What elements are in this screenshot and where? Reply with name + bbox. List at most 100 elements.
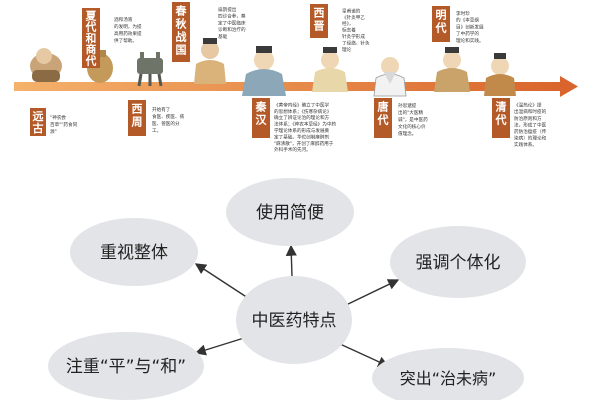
era-label-box bbox=[432, 6, 450, 42]
era-note-line: 药防治瘟疫（传 bbox=[514, 128, 547, 135]
era-label-char: 远 bbox=[33, 110, 44, 123]
feature-node-1-label: 使用简便 bbox=[256, 202, 324, 223]
figure-shennong-illustration bbox=[30, 48, 62, 82]
era-label-char: 夏 bbox=[86, 9, 97, 22]
era-label-5: 西晋 bbox=[310, 4, 328, 38]
feature-node-3-label: 注重“平”与“和” bbox=[66, 357, 186, 377]
era-note-line: 高用药效果提 bbox=[114, 30, 142, 37]
era-label-char: 代 bbox=[495, 112, 507, 126]
era-note-line: 外科手术的先河。 bbox=[274, 146, 311, 153]
timeline-arrowhead bbox=[560, 76, 578, 97]
era-note-line: 实践体系。 bbox=[514, 141, 537, 148]
era-note-line: 文化的核心价 bbox=[398, 123, 426, 130]
feature-node-4: 突出“治未病” bbox=[372, 348, 524, 400]
era-label-char: 秦 bbox=[255, 99, 268, 113]
era-note-line: 染病）的理论和 bbox=[514, 135, 547, 142]
era-label-box bbox=[492, 98, 510, 138]
era-note-line: 定了中医临床 bbox=[218, 19, 246, 26]
era-note-line: 源" bbox=[50, 128, 57, 135]
era-note-line: "神农尝 bbox=[50, 114, 66, 121]
feature-node-2-shape bbox=[390, 226, 526, 298]
feature-node-0-label: 重视整体 bbox=[100, 243, 168, 263]
era-note-line: 四诊合参，奠 bbox=[218, 13, 246, 20]
era-label-char: 周 bbox=[132, 115, 143, 128]
era-note-line: 开始有了 bbox=[152, 106, 171, 113]
era-note-line: 《针灸甲乙 bbox=[342, 14, 365, 21]
era-note-line: 诊断和治疗的 bbox=[218, 26, 246, 33]
era-note-line: 医、兽医的分 bbox=[152, 120, 180, 127]
era-label-box bbox=[172, 2, 190, 62]
era-label-box bbox=[30, 108, 46, 136]
feature-node-4-label: 突出“治未病” bbox=[400, 369, 497, 388]
era-note-line: 百草""药食同 bbox=[50, 121, 78, 128]
figure-qinhan-scholar-illustration bbox=[242, 46, 286, 96]
feature-node-3: 注重“平”与“和” bbox=[48, 332, 204, 400]
era-note-line: 法，形成了中医 bbox=[514, 121, 547, 128]
era-label-char: 古 bbox=[33, 121, 44, 135]
feature-node-0-shape bbox=[70, 218, 198, 286]
era-note-line: 诚"，是中医药 bbox=[398, 116, 428, 123]
era-note-line: 针灸学形成 bbox=[342, 33, 365, 40]
era-note-line: 食医、疾医、疡 bbox=[152, 113, 185, 120]
era-label-char: 代 bbox=[377, 112, 389, 126]
feature-node-2: 强调个体化 bbox=[390, 226, 526, 298]
era-label-box bbox=[252, 98, 270, 138]
era-note-line: 的发明，为提 bbox=[114, 23, 142, 30]
era-note-line: 标志着 bbox=[342, 27, 356, 34]
connector-arrow-4 bbox=[339, 343, 390, 368]
figure-lishizhen-illustration bbox=[434, 47, 470, 92]
era-label-box bbox=[310, 4, 328, 38]
era-label-4: 秦汉 bbox=[252, 98, 270, 138]
era-label-box bbox=[82, 8, 100, 68]
era-note-8: 《温热论》提出温病和时疫的防治原则和方法，形成了中医药防治瘟疫（传染病）的理论和… bbox=[514, 102, 547, 149]
feature-node-2-label: 强调个体化 bbox=[416, 253, 501, 273]
figure-huangfumi-illustration bbox=[312, 47, 348, 92]
connector-arrow-1 bbox=[285, 244, 297, 277]
era-label-char: 商 bbox=[86, 43, 97, 56]
era-label-box bbox=[128, 100, 146, 136]
era-label-8: 清代 bbox=[492, 98, 510, 138]
era-note-line: 基础 bbox=[218, 33, 228, 40]
era-note-line: 值理念。 bbox=[398, 130, 416, 137]
era-label-char: 战 bbox=[176, 29, 187, 43]
era-label-char: 和 bbox=[85, 32, 97, 45]
era-label-char: 晋 bbox=[314, 19, 325, 32]
era-note-line: "麻沸散"，开创了麻醉药用于 bbox=[274, 140, 334, 147]
feature-node-4-shape bbox=[372, 348, 524, 400]
timeline-axis bbox=[14, 82, 562, 91]
era-note-line: 扁鹊提出 bbox=[218, 6, 237, 13]
era-note-line: 的《本草纲 bbox=[456, 17, 479, 24]
era-label-char: 春 bbox=[176, 3, 188, 17]
figure-bianque-illustration bbox=[194, 38, 226, 84]
era-label-char: 唐 bbox=[378, 99, 389, 113]
figure-sunsimiao-illustration bbox=[373, 57, 407, 97]
era-note-line: 出的"大医精 bbox=[398, 109, 423, 116]
era-label-char: 秋 bbox=[176, 16, 188, 30]
era-note-line: 供了帮助。 bbox=[114, 37, 137, 44]
era-note-line: 理论 bbox=[342, 46, 352, 53]
figure-yetianshi-illustration bbox=[484, 53, 516, 96]
connector-arrow-3 bbox=[194, 337, 245, 356]
era-note-line: 确立了辨证论治的理论和方 bbox=[274, 114, 330, 121]
era-label-char: 汉 bbox=[256, 112, 268, 126]
connector-arrow-0 bbox=[194, 263, 249, 299]
era-label-2: 西周 bbox=[128, 100, 146, 136]
era-note-line: 的思想体系；《伤寒杂病论》 bbox=[274, 108, 331, 115]
era-note-line: 酒和汤液 bbox=[114, 16, 133, 23]
center-node-shape bbox=[236, 276, 352, 364]
era-note-line: 出温病和时疫的 bbox=[514, 108, 547, 115]
era-label-char: 明 bbox=[436, 8, 447, 21]
era-label-6: 唐代 bbox=[374, 98, 392, 138]
era-note-line: 《黄帝内经》确立了中医学 bbox=[274, 101, 330, 108]
